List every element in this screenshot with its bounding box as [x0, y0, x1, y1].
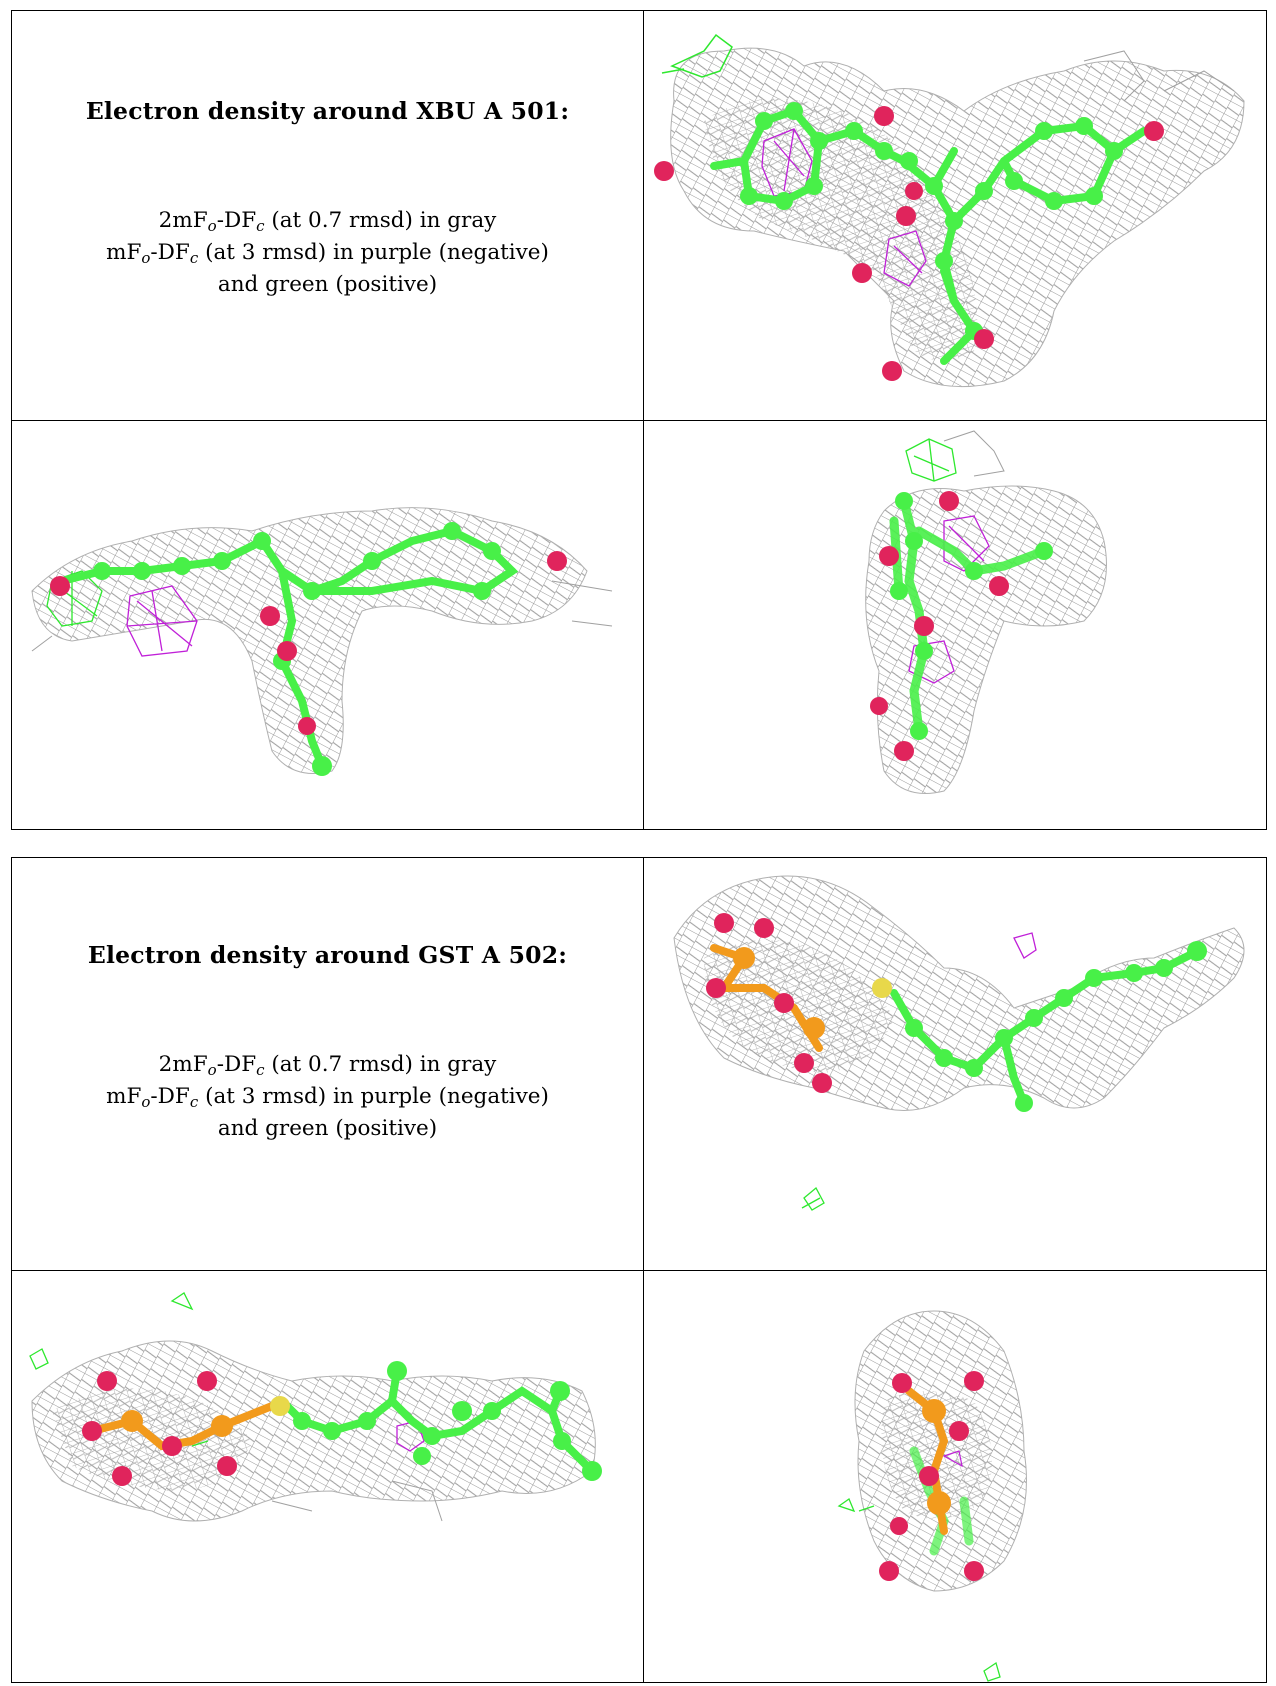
map-legend: 2mFo-DFc (at 0.7 rmsd) in gray mFo-DFc (… — [12, 205, 643, 301]
gst-top-view-render — [673, 875, 1245, 1211]
legend-line-mfo: mFo-DFc (at 3 rmsd) in purple (negative) — [106, 240, 549, 267]
gst-side-view-render — [29, 1292, 602, 1522]
legend-line-green: and green (positive) — [217, 1116, 438, 1141]
panel-title: Electron density around GST A 502: — [87, 941, 568, 969]
xbu-side-view-render — [31, 507, 613, 776]
legend-line-green: and green (positive) — [217, 272, 438, 297]
xbu-end-view-render — [865, 430, 1107, 794]
density-panel-gst: Electron density around GST A 502: 2mFo-… — [11, 857, 1267, 1683]
density-panel-xbu: Electron density around XBU A 501: 2mFo-… — [11, 10, 1267, 830]
legend-line-mfo: mFo-DFc (at 3 rmsd) in purple (negative) — [106, 1084, 549, 1111]
density-image-end-view — [644, 1271, 1266, 1682]
density-image-top-view — [644, 11, 1266, 419]
density-image-end-view — [644, 421, 1266, 829]
panel-caption: Electron density around XBU A 501: 2mFo-… — [12, 11, 643, 420]
table-divider-horizontal — [12, 420, 1266, 421]
table-divider-horizontal — [12, 1270, 1266, 1271]
legend-line-2mfo: 2mFo-DFc (at 0.7 rmsd) in gray — [158, 1052, 497, 1079]
xbu-top-view-render — [654, 33, 1245, 388]
legend-line-2mfo: 2mFo-DFc (at 0.7 rmsd) in gray — [158, 208, 497, 235]
density-image-side-view — [12, 1271, 642, 1682]
density-image-top-view — [644, 858, 1266, 1269]
gst-end-view-render — [837, 1310, 1027, 1682]
panel-title: Electron density around XBU A 501: — [85, 97, 570, 125]
map-legend: 2mFo-DFc (at 0.7 rmsd) in gray mFo-DFc (… — [12, 1049, 643, 1145]
panel-caption: Electron density around GST A 502: 2mFo-… — [12, 858, 643, 1267]
density-image-side-view — [12, 421, 642, 829]
